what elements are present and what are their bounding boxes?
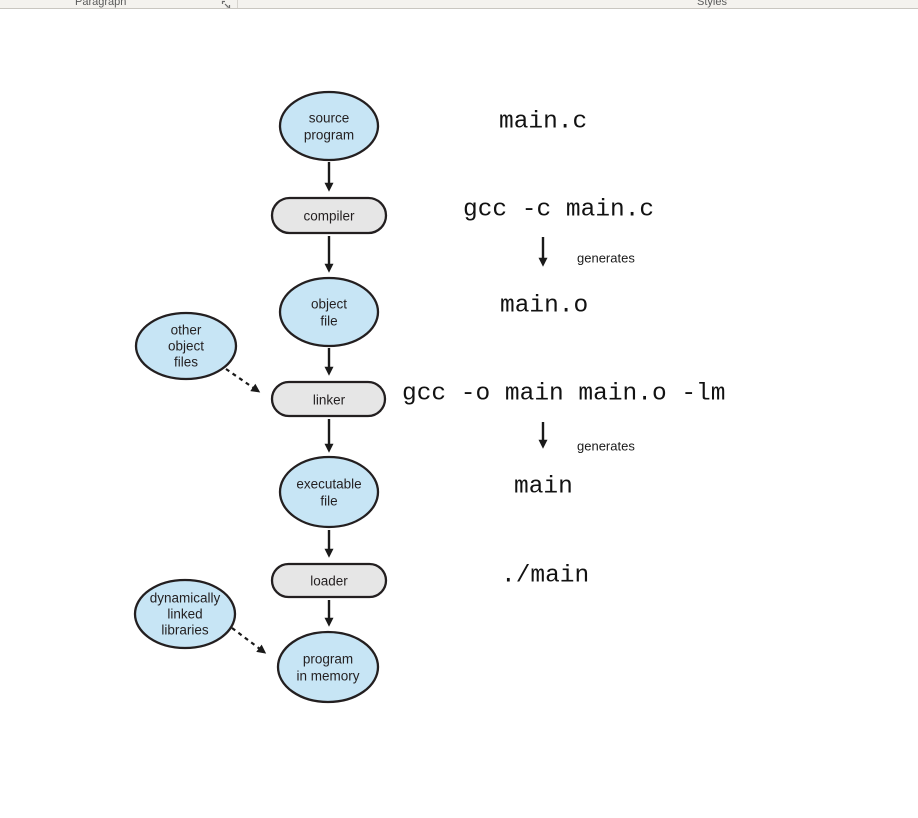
node-source-program [278, 90, 380, 162]
node-program-in-memory-label: program [303, 652, 353, 667]
node-object-file-label: object [311, 297, 347, 312]
dashed-arrow-other-objects-to-linker [225, 368, 261, 393]
ribbon-group-separator [237, 0, 238, 8]
command-main-o: main.o [500, 293, 588, 320]
node-dll-label: dynamically [150, 591, 221, 606]
generates-label-1: generates [577, 251, 635, 266]
node-dll-label: libraries [161, 623, 209, 638]
command-run-main: ./main [501, 563, 589, 590]
node-executable-file-label: executable [296, 477, 361, 492]
node-other-object-files-label: object [168, 339, 204, 354]
node-other-object-files [134, 311, 238, 381]
generates-label-2: generates [577, 439, 635, 454]
node-compiler-label: compiler [303, 209, 355, 224]
ribbon-group-label-paragraph: Paragraph [75, 0, 127, 8]
dashed-arrow-libraries-to-program [231, 627, 267, 654]
node-program-in-memory-label: in memory [296, 669, 359, 684]
node-loader-label: loader [310, 574, 348, 589]
command-main: main [514, 474, 573, 501]
node-dll-label: linked [167, 607, 202, 622]
node-linker [270, 380, 387, 418]
command-gcc-compile: gcc -c main.c [463, 197, 654, 224]
ribbon-bottom-strip: Paragraph Styles [0, 0, 918, 9]
compilation-flow-diagram[interactable]: source program compiler object file othe… [0, 10, 918, 813]
node-linker-label: linker [313, 393, 346, 408]
node-executable-file-label: file [320, 494, 337, 509]
ribbon-group-label-styles: Styles [697, 0, 727, 8]
node-dynamically-linked-libraries [133, 578, 237, 650]
document-canvas: source program compiler object file othe… [0, 10, 918, 818]
node-object-file [278, 276, 380, 348]
command-main-c: main.c [499, 109, 587, 136]
node-compiler [270, 196, 388, 235]
command-gcc-link: gcc -o main main.o -lm [402, 381, 725, 408]
node-executable-file [278, 455, 380, 529]
node-source-program-label: program [304, 128, 354, 143]
dialog-launcher-icon[interactable] [221, 0, 232, 8]
node-source-program-label: source [309, 111, 350, 126]
node-other-object-files-label: other [171, 323, 202, 338]
node-other-object-files-label: files [174, 355, 198, 370]
node-loader [270, 562, 388, 599]
node-object-file-label: file [320, 314, 337, 329]
node-program-in-memory [276, 630, 380, 704]
